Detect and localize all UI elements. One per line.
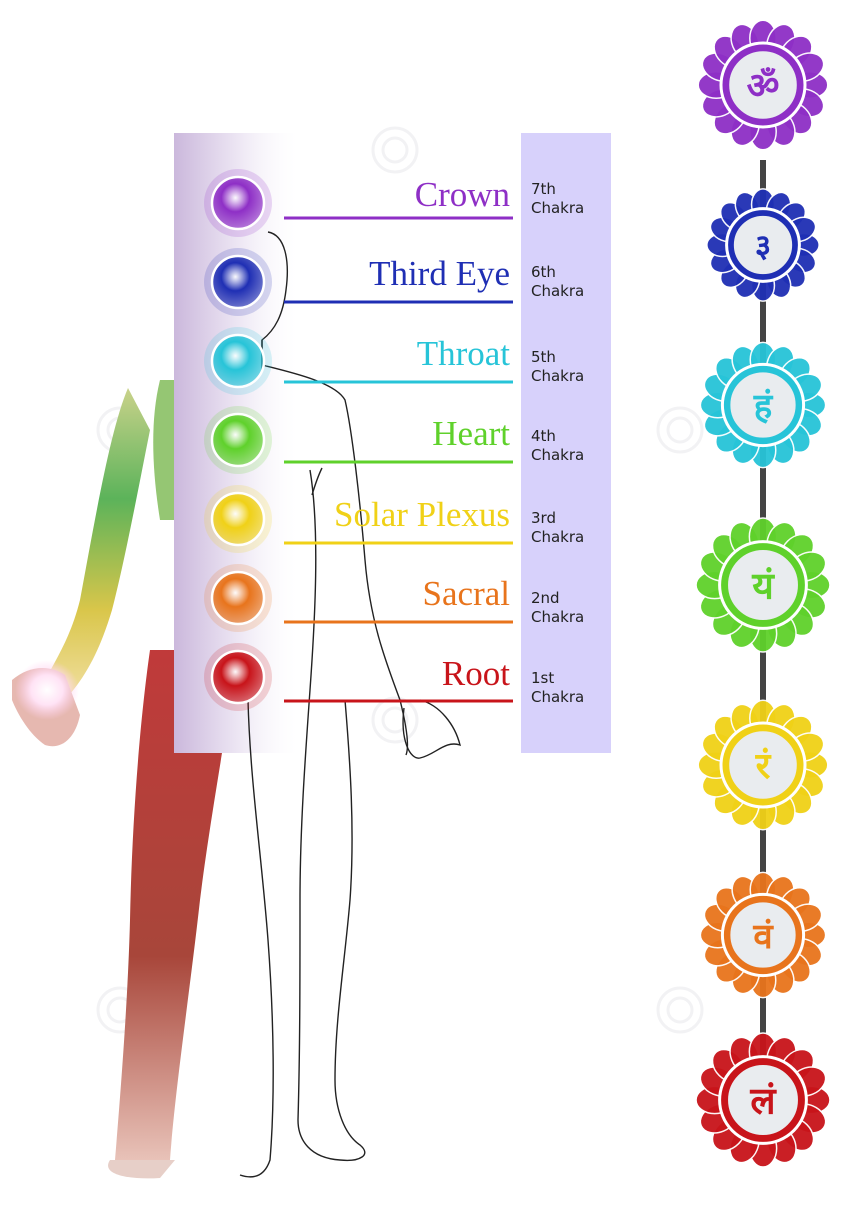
- chakra-number-crown: 7th Chakra: [531, 180, 611, 218]
- svg-text:३: ३: [755, 228, 771, 264]
- lam-bija-icon: लं: [696, 1033, 830, 1167]
- chakra-orb-solar-plexus: [212, 493, 264, 545]
- chakra-orb-sacral: [212, 572, 264, 624]
- chakra-ordinal: 5th: [531, 348, 611, 367]
- chakra-number-solar-plexus: 3rd Chakra: [531, 509, 611, 547]
- chakra-ordinal: 7th: [531, 180, 611, 199]
- chakra-orb-root: [212, 651, 264, 703]
- chakra-number-root: 1st Chakra: [531, 669, 611, 707]
- third-eye-bija-icon: ३: [707, 189, 820, 302]
- chakra-name-root: Root: [442, 654, 510, 694]
- chakra-unit: Chakra: [531, 446, 611, 465]
- chakra-ordinal: 1st: [531, 669, 611, 688]
- chakra-name-third-eye: Third Eye: [369, 254, 510, 294]
- ham-bija-icon: हं: [700, 342, 826, 468]
- chakra-unit: Chakra: [531, 608, 611, 627]
- om-symbol-icon: ॐ: [698, 20, 828, 150]
- chakra-name-solar-plexus: Solar Plexus: [334, 495, 510, 535]
- chakra-unit: Chakra: [531, 528, 611, 547]
- chakra-unit: Chakra: [531, 282, 611, 301]
- svg-text:ॐ: ॐ: [747, 65, 780, 107]
- svg-text:लं: लं: [749, 1079, 777, 1123]
- svg-text:वं: वं: [752, 916, 774, 957]
- chakra-number-sacral: 2nd Chakra: [531, 589, 611, 627]
- chakra-orb-heart: [212, 414, 264, 466]
- chakra-ordinal: 4th: [531, 427, 611, 446]
- ram-bija-icon: रं: [698, 700, 828, 830]
- chakra-name-crown: Crown: [415, 175, 510, 215]
- chakra-name-throat: Throat: [417, 334, 510, 374]
- yam-bija-icon: यं: [696, 518, 830, 652]
- chakra-ordinal: 3rd: [531, 509, 611, 528]
- chakra-number-throat: 5th Chakra: [531, 348, 611, 386]
- chakra-name-sacral: Sacral: [423, 574, 510, 614]
- svg-text:यं: यं: [751, 564, 775, 608]
- chakra-orb-third-eye: [212, 256, 264, 308]
- chakra-ordinal: 6th: [531, 263, 611, 282]
- vam-bija-icon: वं: [700, 872, 826, 998]
- chakra-unit: Chakra: [531, 367, 611, 386]
- chakra-orb-crown: [212, 177, 264, 229]
- svg-text:रं: रं: [755, 745, 772, 787]
- chakra-unit: Chakra: [531, 199, 611, 218]
- chakra-orb-throat: [212, 335, 264, 387]
- chakra-number-third-eye: 6th Chakra: [531, 263, 611, 301]
- chakra-unit: Chakra: [531, 688, 611, 707]
- chakra-ordinal: 2nd: [531, 589, 611, 608]
- chakra-name-heart: Heart: [432, 414, 510, 454]
- chakra-number-heart: 4th Chakra: [531, 427, 611, 465]
- svg-text:हं: हं: [753, 386, 774, 427]
